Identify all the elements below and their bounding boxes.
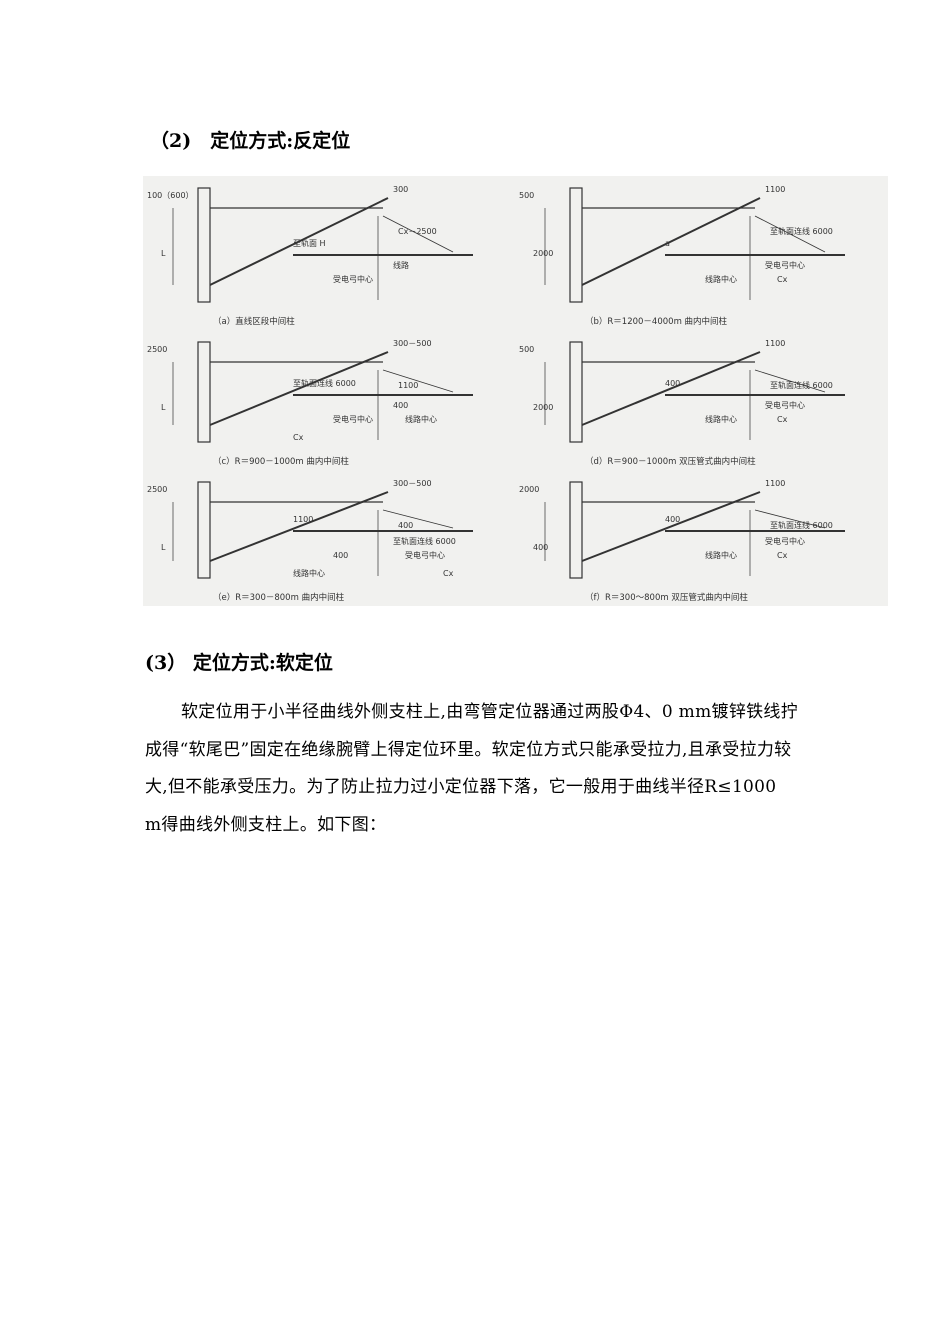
diagram-label: 300－500 [393, 479, 432, 488]
section-heading-3: (3） 定位方式:软定位 [145, 652, 333, 674]
diagram-label: Cx [777, 275, 788, 284]
panel-caption: （b）R＝1200－4000m 曲内中间柱 [585, 316, 728, 327]
diagram-label: 受电弓中心 [333, 414, 373, 424]
steady-wire [382, 215, 454, 253]
diagram-label: 至轨面连线 6000 [393, 536, 456, 546]
diagram-label: 400 [665, 515, 680, 524]
diagram-label: 1100 [765, 339, 785, 348]
diagram-label: Cx－2500 [398, 227, 437, 236]
diagram-label: 至轨面连线 6000 [293, 378, 356, 388]
diagram-label: 受电弓中心 [765, 400, 805, 410]
diagram-label: Cx [443, 569, 454, 578]
diagram-label: 2000 [519, 485, 539, 494]
diagram-label: 至轨面连线 6000 [770, 226, 833, 236]
diagram-label: 100（600） [147, 191, 194, 200]
diagram-label: Cx [777, 415, 788, 424]
panel-caption: （d）R＝900－1000m 双压管式曲内中间柱 [585, 456, 756, 467]
diagram-label: 2000 [533, 403, 553, 412]
diagram-label: 受电弓中心 [765, 536, 805, 546]
diagram-label: 2000 [533, 249, 553, 258]
diagram-label: 1100 [398, 381, 418, 390]
diagram-label: 线路中心 [293, 568, 325, 578]
diagram-label: 至轨面连线 6000 [770, 520, 833, 530]
steady-wire [754, 215, 826, 253]
diagram-label: 至轨面连线 6000 [770, 380, 833, 390]
steady-wire [754, 509, 826, 529]
diagram-label: 400 [665, 379, 680, 388]
cantilever-arm [581, 197, 761, 286]
diagram-label: 300 [393, 185, 408, 194]
pole [569, 341, 583, 443]
diagram-label: Cx [777, 551, 788, 560]
diagram-label: 线路中心 [705, 414, 737, 424]
section-heading-2: （2) 定位方式:反定位 [150, 130, 351, 152]
diagram-label: 受电弓中心 [405, 550, 445, 560]
pole [569, 187, 583, 303]
cantilever-arm [581, 351, 761, 426]
diagram-label: 线路中心 [705, 274, 737, 284]
diagram-label: Cx [293, 433, 304, 442]
diagram-label: 受电弓中心 [333, 274, 373, 284]
panel-caption: （e）R＝300－800m 曲内中间柱 [213, 592, 345, 603]
cantilever-arm [209, 197, 389, 286]
diagram-label: 400 [398, 521, 413, 530]
steady-wire [754, 369, 826, 393]
diagram-label: 300－500 [393, 339, 432, 348]
body-paragraph: 软定位用于小半径曲线外侧支柱上,由弯管定位器通过两股Φ4、0 mm镀锌铁线拧成得… [145, 702, 799, 835]
panel-caption: （c）R＝900－1000m 曲内中间柱 [213, 456, 349, 467]
cantilever-arm [209, 351, 389, 426]
diagram-label: L [161, 403, 166, 412]
diagram-label: 400 [393, 401, 408, 410]
pole [197, 187, 211, 303]
diagram-label: 至轨面 H [293, 238, 326, 248]
pole [569, 481, 583, 579]
diagram-label: 1100 [765, 185, 785, 194]
diagram-label: 线路中心 [405, 414, 437, 424]
diagram-label: L [161, 249, 166, 258]
cantilever-arm [209, 491, 389, 562]
diagram-label: 2500 [147, 345, 167, 354]
cantilever-arm [581, 491, 761, 562]
diagram-label: 受电弓中心 [765, 260, 805, 270]
diagram-label: 1100 [765, 479, 785, 488]
panel-caption: （f）R＝300～800m 双压管式曲内中间柱 [585, 592, 748, 603]
diagram-label: L [161, 543, 166, 552]
diagram-label: 2500 [147, 485, 167, 494]
diagram-label: 线路 [393, 260, 409, 270]
pole [197, 481, 211, 579]
diagram-label: a [665, 239, 670, 248]
diagram-label: 400 [533, 543, 548, 552]
panel-caption: （a）直线区段中间柱 [213, 316, 295, 327]
diagram-label: 400 [333, 551, 348, 560]
steady-wire [382, 509, 454, 529]
diagram-label: 500 [519, 345, 534, 354]
pole [197, 341, 211, 443]
diagram-label: 线路中心 [705, 550, 737, 560]
diagram-label: 500 [519, 191, 534, 200]
steady-wire [382, 369, 454, 393]
diagram-label: 1100 [293, 515, 313, 524]
